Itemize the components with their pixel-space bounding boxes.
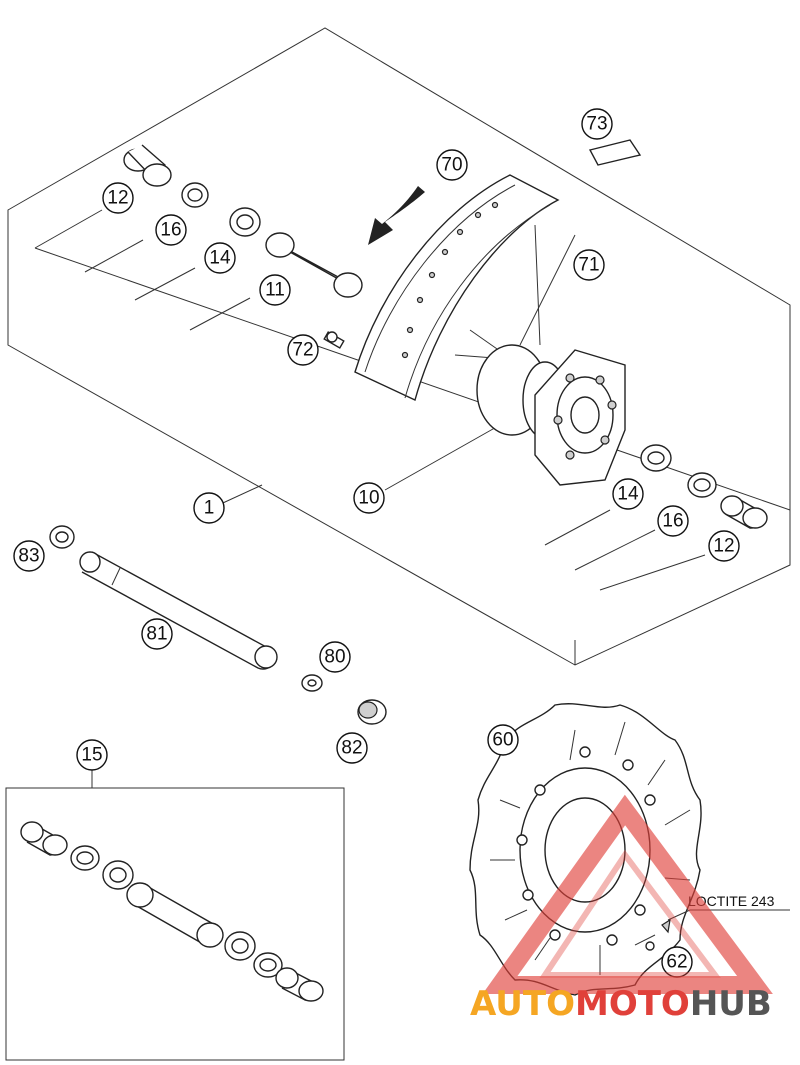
- svg-text:82: 82: [341, 738, 362, 759]
- callout-16a: 16: [155, 214, 187, 246]
- svg-text:70: 70: [441, 155, 462, 176]
- bolt-72: [323, 331, 345, 349]
- svg-text:83: 83: [18, 546, 39, 567]
- svg-text:16: 16: [662, 511, 683, 532]
- callout-80: 80: [319, 641, 351, 673]
- callout-12a: 12: [102, 182, 134, 214]
- kit-seal-2: [253, 952, 283, 978]
- callout-72: 72: [287, 334, 319, 366]
- callout-11: 11: [259, 274, 291, 306]
- rim-70: [354, 174, 560, 401]
- callout-71: 71: [573, 249, 605, 281]
- assembly-frame-main: [7, 27, 791, 666]
- right-seal-16: [687, 472, 717, 498]
- bearing-kit-box-15: [5, 770, 345, 1061]
- callout-16b: 16: [657, 505, 689, 537]
- svg-text:11: 11: [265, 280, 285, 301]
- svg-text:60: 60: [492, 730, 513, 751]
- kit-bearing: [102, 860, 134, 890]
- svg-text:16: 16: [160, 220, 181, 241]
- svg-text:14: 14: [209, 248, 231, 269]
- callout-70: 70: [436, 149, 468, 181]
- disc-slots: [490, 721, 691, 975]
- svg-text:73: 73: [586, 114, 607, 135]
- callout-82: 82: [336, 732, 368, 764]
- svg-text:1: 1: [204, 498, 215, 519]
- svg-text:62: 62: [666, 952, 687, 973]
- axle-81: [79, 551, 278, 670]
- svg-text:12: 12: [107, 188, 128, 209]
- right-bearing-14: [640, 444, 672, 472]
- hub-10: [476, 344, 626, 486]
- axle-nut-83: [49, 525, 75, 549]
- watermark-auto: AUTO: [470, 984, 575, 1024]
- callout-15: 15: [76, 739, 108, 771]
- axle-bolt-82: [357, 699, 387, 725]
- rotation-arrow: [368, 186, 425, 245]
- callout-10: 10: [353, 482, 385, 514]
- rim-spoke-holes: [401, 201, 499, 359]
- svg-text:71: 71: [578, 255, 599, 276]
- svg-text:80: 80: [324, 647, 345, 668]
- kit-spacer: [20, 821, 68, 856]
- kit-bearing-2: [224, 931, 256, 961]
- kit-spacer-2: [275, 967, 324, 1002]
- kit-sleeve: [126, 882, 224, 948]
- svg-text:10: 10: [358, 488, 379, 509]
- left-seal-16: [181, 182, 209, 208]
- callout-12b: 12: [708, 530, 740, 562]
- brake-disc-60: [469, 703, 702, 996]
- automotohub-watermark-logo: [482, 794, 773, 994]
- label-sticker-73: [588, 139, 642, 166]
- washer-80: [301, 674, 323, 692]
- svg-text:12: 12: [713, 536, 734, 557]
- callout-1: 1: [193, 492, 225, 524]
- callout-83: 83: [13, 540, 45, 572]
- svg-text:81: 81: [146, 624, 167, 645]
- right-spacer-12: [720, 495, 768, 529]
- callout-73: 73: [581, 108, 613, 140]
- svg-text:14: 14: [617, 484, 639, 505]
- loctite-note: LOCTITE 243: [688, 893, 775, 909]
- callout-14b: 14: [612, 478, 644, 510]
- left-spacer-12: [123, 144, 172, 187]
- svg-text:15: 15: [81, 745, 102, 766]
- callout-62: 62: [661, 946, 693, 978]
- callout-14a: 14: [204, 242, 236, 274]
- watermark-hub: HUB: [690, 984, 772, 1024]
- kit-seal: [70, 845, 100, 871]
- left-bearing-14: [229, 207, 261, 237]
- svg-text:AUTOMOTOHUB: AUTOMOTOHUB: [470, 984, 772, 1024]
- watermark-moto: MOTO: [575, 984, 690, 1024]
- callout-81: 81: [141, 618, 173, 650]
- automotohub-watermark-text: AUTOMOTOHUB: [470, 984, 772, 1024]
- callout-60: 60: [487, 724, 519, 756]
- svg-text:72: 72: [292, 340, 313, 361]
- disc-rivets: [516, 746, 656, 946]
- left-distance-sleeve-11: [265, 232, 363, 298]
